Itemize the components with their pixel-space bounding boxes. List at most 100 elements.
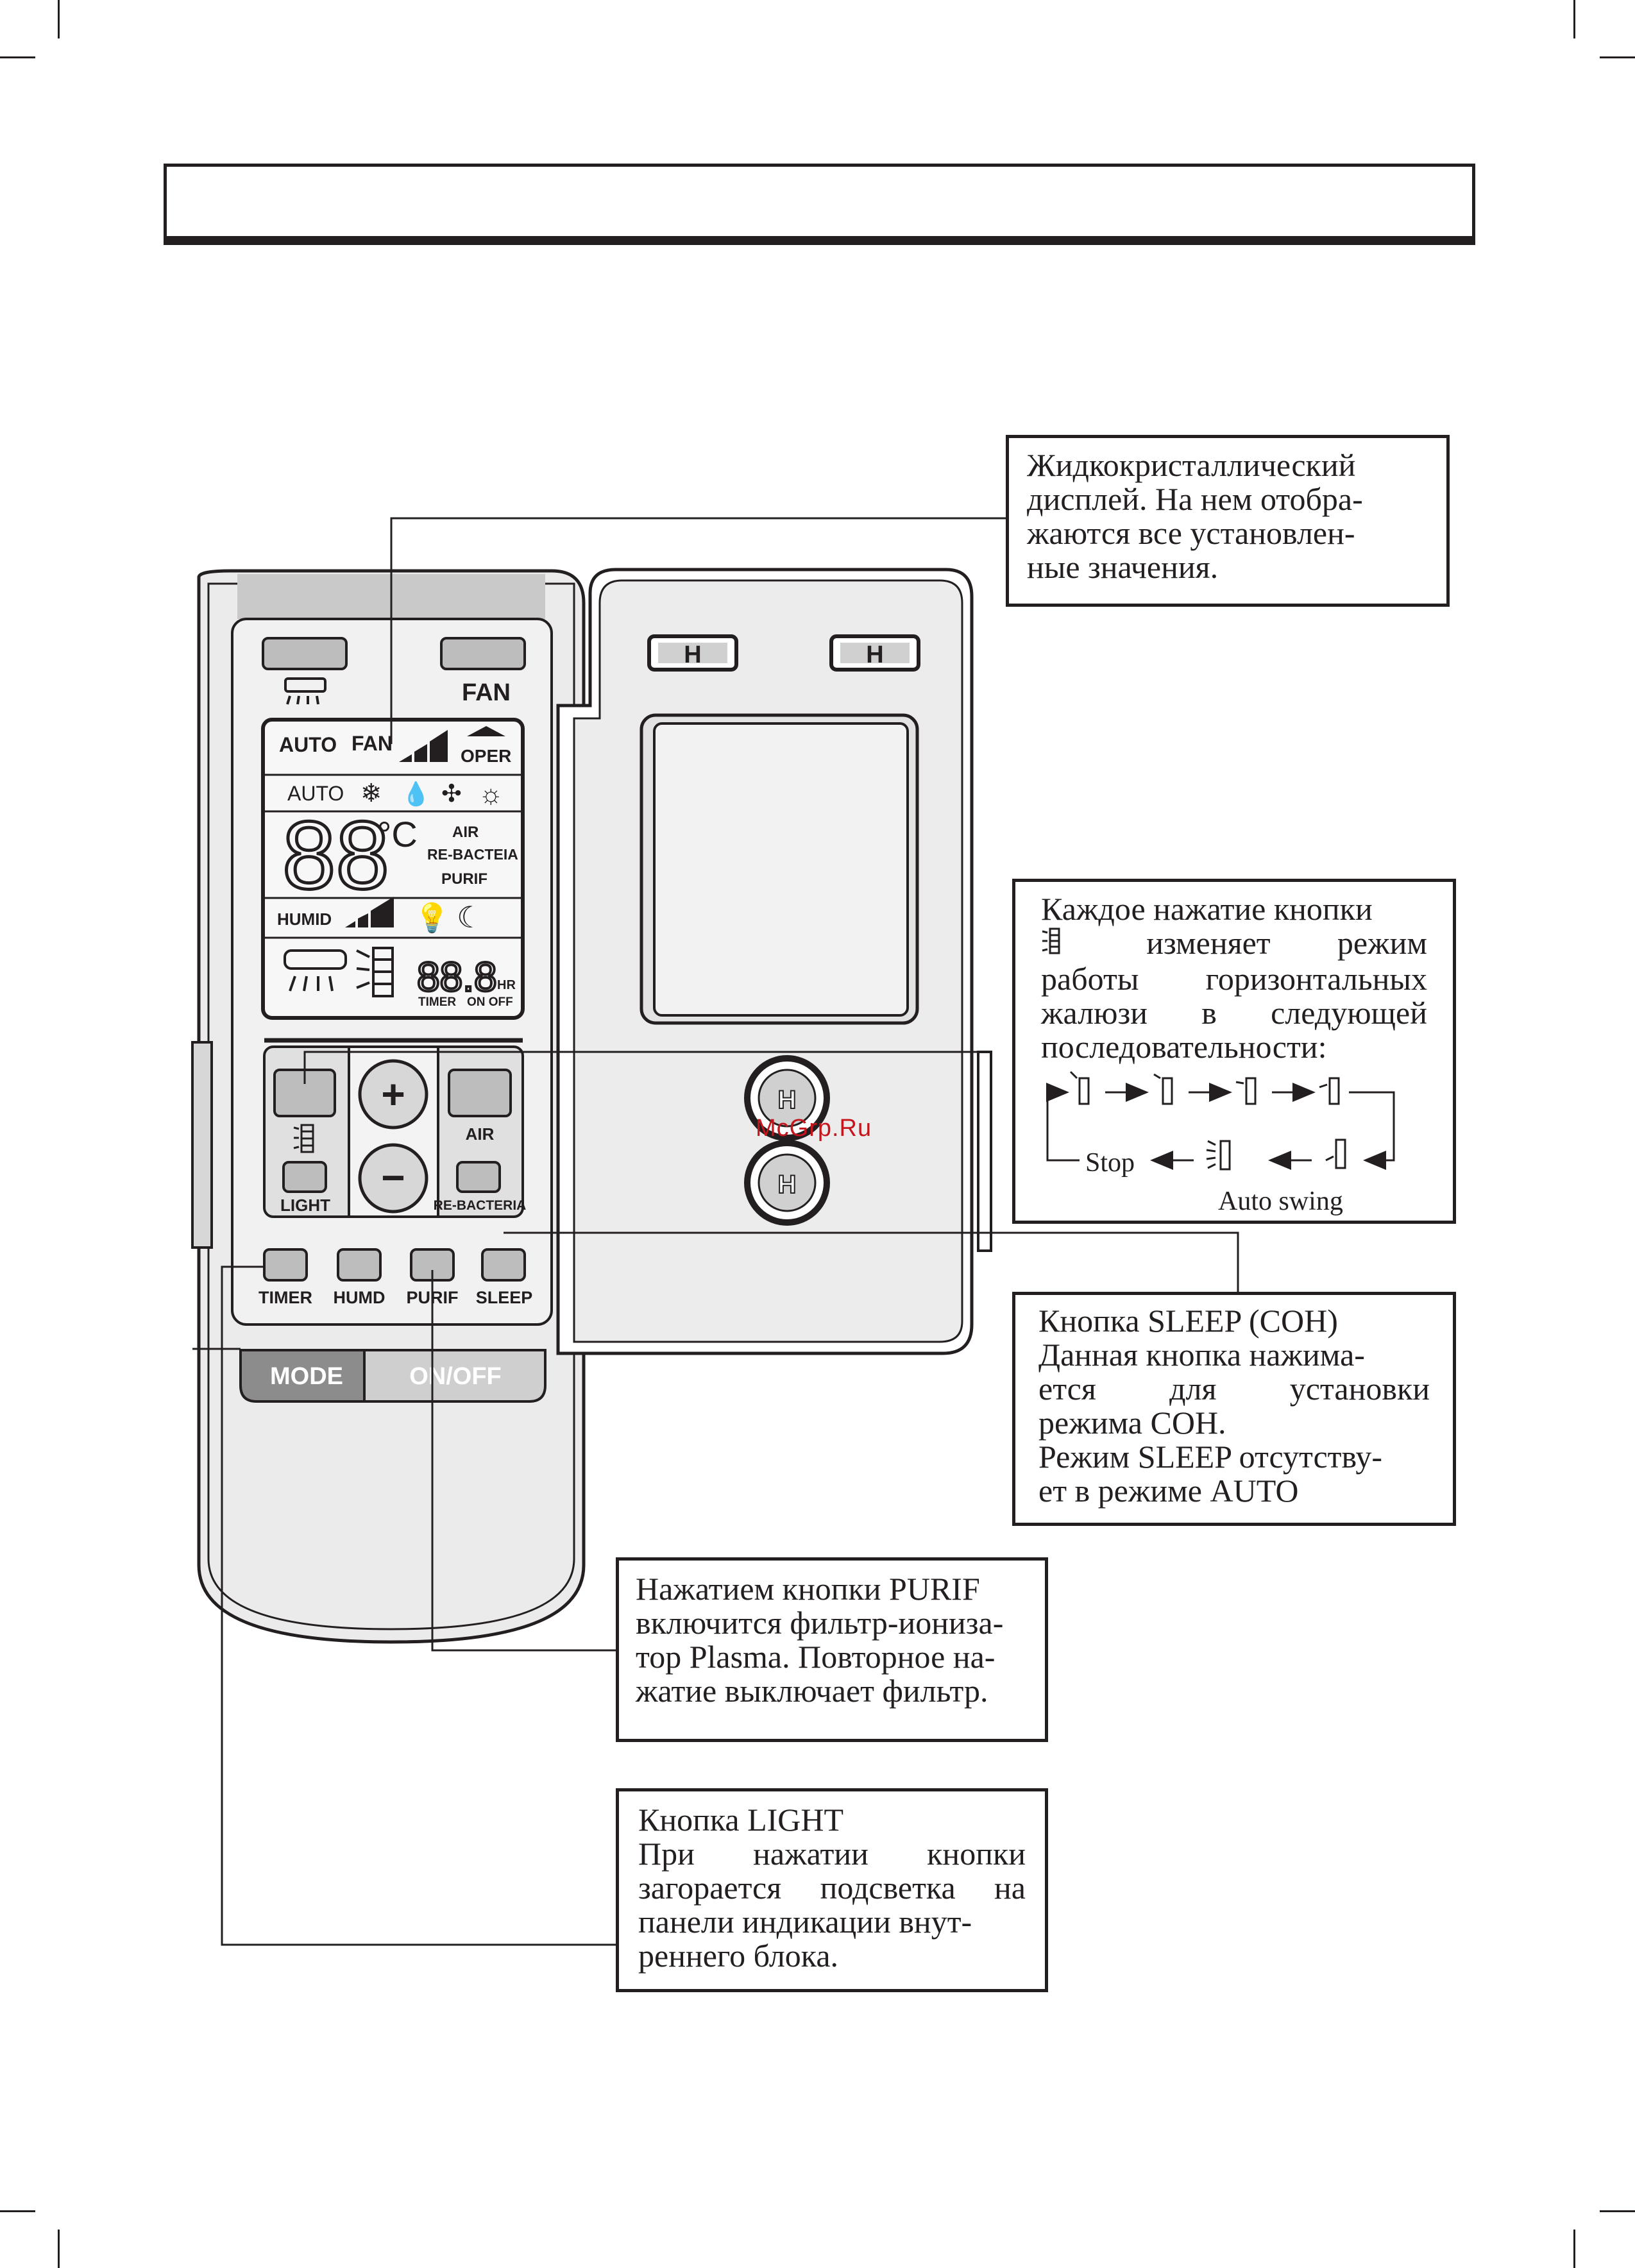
indoor-unit-icon [284, 949, 347, 992]
callout-swing: Каждое нажатие кнопки изменяет режим раб… [1012, 879, 1456, 1224]
oper-triangle-icon [467, 726, 505, 736]
lcd-temperature-unit: °C [377, 814, 418, 854]
cover-latch-icon: H [744, 1140, 830, 1226]
plus-button-label: + [381, 1071, 405, 1117]
timer-button[interactable] [263, 1248, 308, 1282]
callout-light: Кнопка LIGHT При нажатии кнопки загорает… [616, 1788, 1048, 1992]
fan-speed-bars-icon [399, 730, 448, 762]
crop-mark [0, 2210, 35, 2212]
lcd-timer-digits: 88.8 [417, 954, 497, 1000]
callout-sleep-line: режима СОН. [1038, 1405, 1226, 1441]
fan-button[interactable] [440, 637, 526, 670]
sleep-button[interactable] [481, 1248, 526, 1282]
callout-purif: Нажатием кнопки PURIF включится фильтр-и… [616, 1557, 1048, 1742]
callout-sleep-line: Кнопка SLEEP (СОН) [1038, 1303, 1338, 1339]
lcd-air-label: AIR [452, 824, 479, 841]
minus-button-label: − [381, 1155, 405, 1201]
lcd-mode-auto-label: AUTO [287, 782, 344, 805]
crop-mark [1573, 0, 1575, 38]
sleep-moon-icon: ☾ [457, 901, 483, 934]
svg-text:H: H [684, 641, 701, 668]
cover-badge-icon: H [829, 634, 920, 672]
sleep-button-label: SLEEP [476, 1288, 533, 1307]
lcd-display: AUTO FAN OPER AUTO ❄ 💧 ✣ ☼ 88 °C AIR RE-… [261, 718, 525, 1020]
on-off-button-label: ON/OFF [409, 1363, 502, 1390]
lcd-temperature-digits: 88 [282, 801, 389, 909]
swing-sequence-diagram [1046, 1071, 1395, 1171]
snowflake-icon: ❄ [360, 779, 382, 808]
swing-louver-icon [293, 1124, 314, 1153]
crop-mark [58, 2230, 60, 2268]
callout-light-line: реннего блока. [638, 1938, 839, 1974]
lcd-purif-label: PURIF [441, 870, 487, 888]
louver-position-icon [356, 947, 394, 997]
on-off-button[interactable] [363, 1349, 546, 1403]
lcd-fan-label: FAN [352, 732, 393, 755]
humd-button[interactable] [337, 1248, 382, 1282]
lcd-auto-label: AUTO [279, 733, 337, 756]
cover-badge-icon: H [647, 634, 738, 672]
remote-cover [556, 568, 992, 1355]
air-button[interactable] [448, 1069, 512, 1117]
callout-light-line: При нажатии кнопки [638, 1836, 1026, 1872]
callout-sleep: Кнопка SLEEP (СОН) Данная кнопка нажима-… [1012, 1292, 1456, 1526]
humid-level-bars-icon [345, 897, 394, 927]
mode-button-label: MODE [270, 1363, 343, 1390]
callout-purif-line: включится фильтр-иониза- [636, 1605, 1004, 1641]
minus-button[interactable] [358, 1143, 428, 1214]
callout-lcd: Жидкокристаллический дисплей. На нем ото… [1006, 435, 1450, 607]
re-bacteria-button[interactable] [456, 1161, 501, 1193]
humd-button-label: HUMD [334, 1288, 385, 1307]
swing-stop-label: Stop [1083, 1146, 1138, 1180]
callout-purif-line: жатие выключает фильтр. [636, 1673, 988, 1709]
crop-mark [0, 56, 35, 58]
callout-sleep-line: Данная кнопка нажима- [1038, 1337, 1365, 1373]
crop-mark [1573, 2230, 1575, 2268]
mode-button[interactable] [239, 1349, 366, 1403]
fan-mode-icon: ✣ [441, 781, 462, 808]
air-button-label: AIR [466, 1124, 495, 1144]
callout-purif-line: тор Plasma. Повторное на- [636, 1639, 995, 1675]
watermark: McGrp.Ru [756, 1115, 872, 1142]
callout-light-line: панели индикации внут- [638, 1904, 972, 1940]
svg-text:H: H [778, 1171, 797, 1199]
callout-light-line: загорается подсветка на [638, 1870, 1026, 1906]
callout-sleep-line: ет в режиме AUTO [1038, 1473, 1299, 1509]
svg-text:H: H [866, 641, 883, 668]
louver-icon [284, 677, 326, 705]
lcd-timer-label: TIMER [418, 995, 456, 1009]
swing-louver-inline-icon [1041, 926, 1080, 962]
timer-button-label: TIMER [258, 1288, 312, 1307]
callout-lcd-line: ные значения. [1027, 549, 1219, 585]
crop-mark [1600, 2210, 1635, 2212]
callout-lcd-line: жаются все установлен- [1027, 515, 1355, 551]
light-bulb-icon: 💡 [414, 902, 450, 934]
plus-button[interactable] [358, 1059, 428, 1130]
lcd-humid-label: HUMID [277, 910, 332, 929]
light-button[interactable] [282, 1161, 327, 1193]
lcd-re-bacteia-label: RE-BACTEIA [427, 846, 518, 863]
callout-swing-line: жалюзи в следующей [1041, 995, 1427, 1031]
callout-sleep-line: Режим SLEEP отсутству- [1038, 1439, 1383, 1475]
callout-lcd-line: Жидкокристаллический [1027, 447, 1356, 483]
crop-mark [1600, 56, 1635, 58]
callout-swing-line: Каждое нажатие кнопки [1041, 891, 1373, 927]
light-button-label: LIGHT [280, 1196, 330, 1215]
callout-swing-line: последовательности: [1041, 1029, 1327, 1065]
callout-sleep-line: ется для установки [1038, 1371, 1430, 1407]
crop-mark [58, 0, 60, 38]
callout-light-line: Кнопка LIGHT [638, 1802, 844, 1838]
swing-vertical-button[interactable] [262, 637, 348, 670]
callout-swing-line: работы горизонтальных [1041, 961, 1427, 997]
swing-auto-label: Auto swing [1218, 1187, 1343, 1216]
fan-button-label: FAN [462, 679, 511, 706]
lcd-hr-label: HR [497, 978, 516, 992]
lcd-oper-label: OPER [461, 746, 511, 766]
lcd-on-off-label: ON OFF [467, 995, 513, 1009]
svg-text:H: H [778, 1086, 797, 1114]
callout-purif-line: Нажатием кнопки PURIF [636, 1571, 980, 1607]
sun-icon: ☼ [479, 779, 504, 809]
callout-swing-line: изменяет режим [1041, 926, 1427, 962]
leader-lines [192, 517, 1239, 1946]
